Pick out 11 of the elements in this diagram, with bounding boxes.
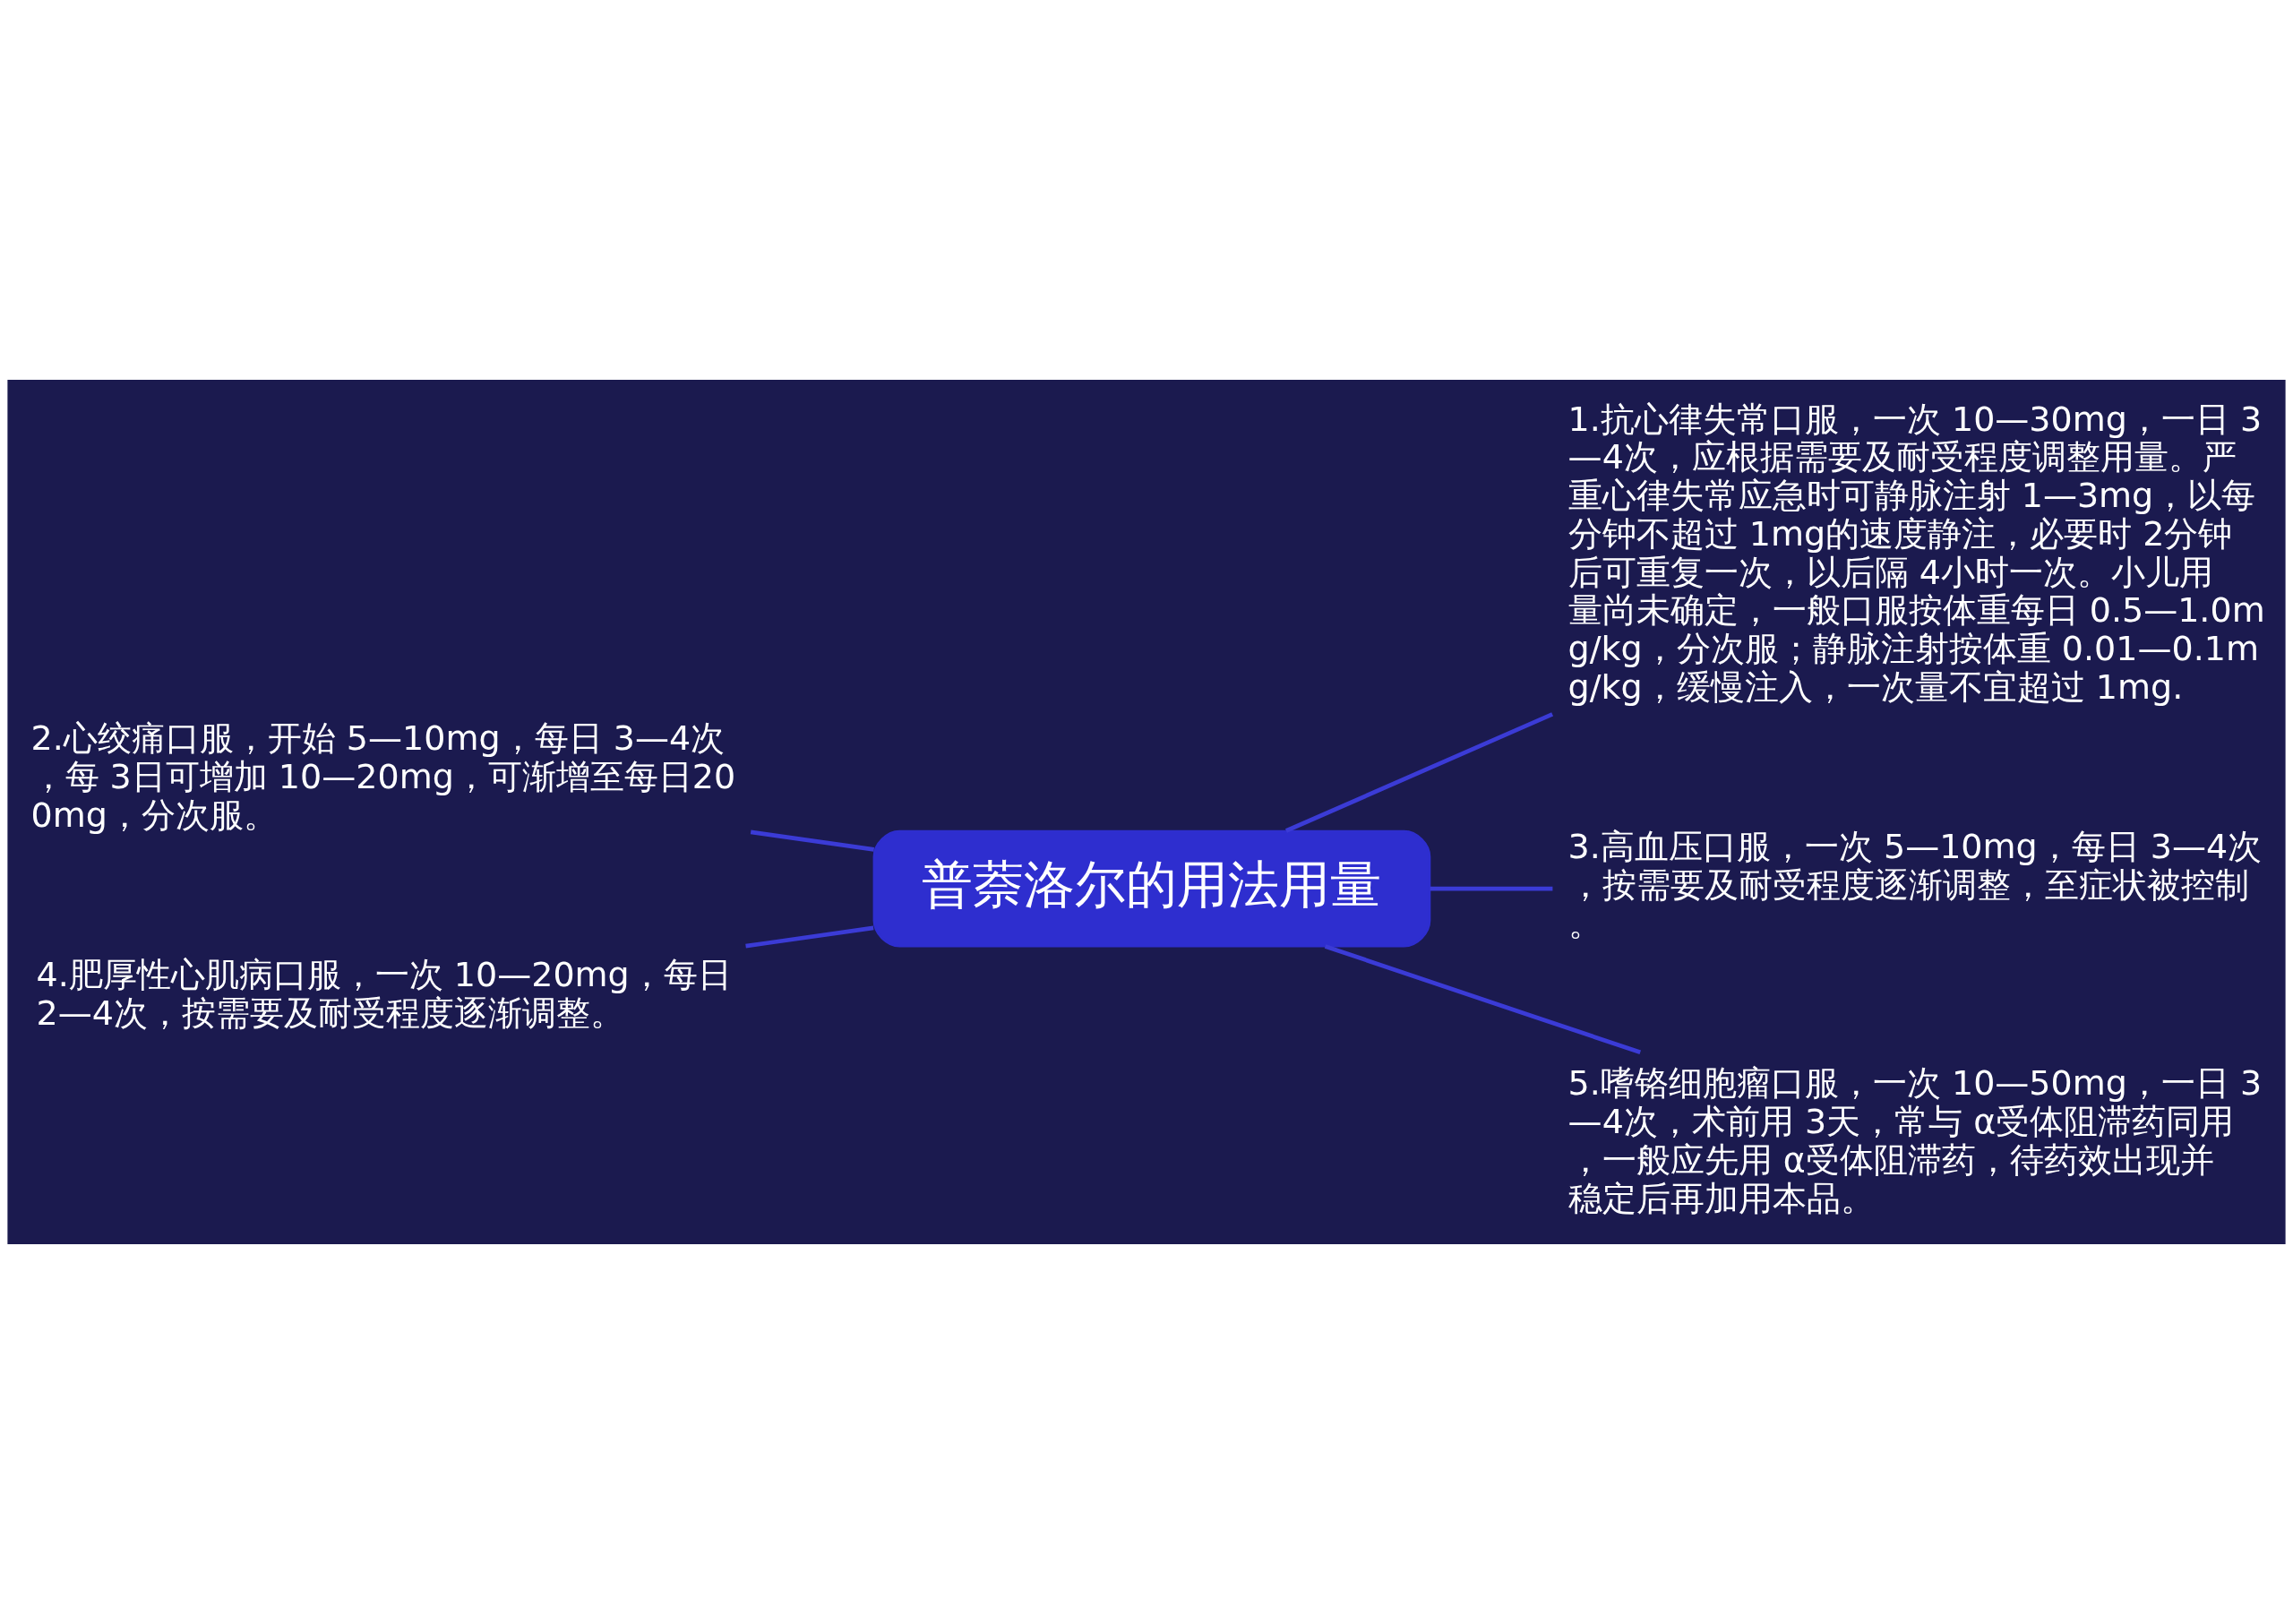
node-box: 普萘洛尔的用法用量 bbox=[872, 829, 1431, 948]
node-text: 2.心绞痛口服，开始 5—10mg，每日 3—4次，每 3日可增加 10—20mg，可渐增至每日200mg，分次服。 bbox=[30, 718, 736, 835]
connector bbox=[750, 829, 875, 852]
connector bbox=[1430, 886, 1553, 891]
connector bbox=[1324, 944, 1641, 1055]
node-text: 4.肥厚性心肌病口服，一次 10—20mg，每日 2—4次，按需要及耐受程度逐渐调整。 bbox=[36, 954, 732, 1033]
connector bbox=[1284, 712, 1554, 833]
node-text: 5.嗜铬细胞瘤口服，一次 10—50mg，一日 3—4次，术前用 3天，常与 α受体阻滞药同用，一般应先用 α受体阻滞药，待药效出现并稳定后再加用本品。 bbox=[1567, 1063, 2263, 1218]
node-text: 1.抗心律失常口服，一次 10—30mg，一日 3—4次，应根据需要及耐受程度调整用量。严重心律失常应急时可静脉注射 1—3mg，以每分钟不超过 1mg的速度静注，必要时 2分钟后可重复一次，以后隔 4小时一次。小儿用量尚未确定，一般口服按体重每日 0.5—1.0mg/kg，分次服；静脉注射按体重 0.01—0.1mg/kg，缓慢注入，一次量不宜超过 1mg. bbox=[1567, 399, 2265, 708]
connector bbox=[745, 925, 874, 949]
node-text: 3.高血压口服，一次 5—10mg，每日 3—4次，按需要及耐受程度逐渐调整，至症状被控制。 bbox=[1567, 827, 2263, 943]
